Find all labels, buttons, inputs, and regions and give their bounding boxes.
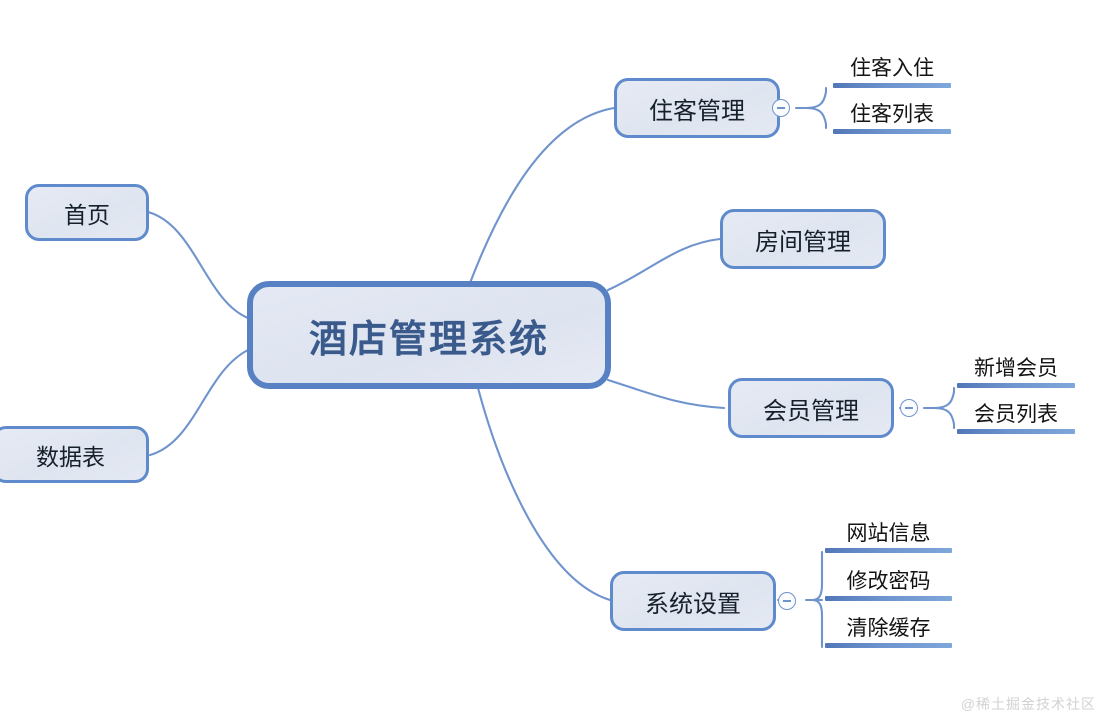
branch-node-system-settings-label: 系统设置 — [645, 590, 741, 618]
branch-node-member-management-label: 会员管理 — [763, 397, 859, 425]
connector-member-child-1 — [932, 386, 956, 410]
leaf-item-clear-cache[interactable]: 清除缓存 — [825, 602, 952, 648]
leaf-item-guest-checkin-label: 住客入住 — [850, 56, 934, 80]
connector-root-to-settings — [476, 386, 612, 602]
branch-node-datatable[interactable]: 数据表 — [0, 426, 149, 483]
leaf-item-guest-list[interactable]: 住客列表 — [833, 88, 951, 134]
leaf-underline-bar — [957, 383, 1075, 388]
connector-settings-child-1 — [810, 550, 824, 602]
connector-guest-child-1 — [804, 86, 828, 110]
leaf-underline-bar — [833, 129, 951, 134]
leaf-underline-bar — [825, 643, 952, 648]
leaf-item-guest-list-label: 住客列表 — [850, 102, 934, 126]
connector-root-to-datatable — [148, 348, 250, 457]
root-node-label: 酒店管理系统 — [308, 318, 549, 361]
connector-guest-child-2 — [804, 106, 828, 130]
leaf-underline-bar — [825, 548, 952, 553]
leaf-item-website-info-label: 网站信息 — [846, 521, 931, 545]
connector-settings-child-3 — [810, 598, 824, 649]
leaf-item-member-list[interactable]: 会员列表 — [957, 388, 1075, 434]
leaf-item-member-list-label: 会员列表 — [974, 402, 1058, 426]
root-node[interactable]: 酒店管理系统 — [247, 281, 611, 389]
branch-node-room-management[interactable]: 房间管理 — [720, 209, 886, 269]
leaf-item-change-password-label: 修改密码 — [846, 569, 931, 593]
branch-node-home-label: 首页 — [64, 201, 110, 228]
leaf-item-guest-checkin[interactable]: 住客入住 — [833, 42, 951, 88]
minus-circle-icon-system-settings[interactable] — [778, 592, 796, 610]
leaf-item-add-member-label: 新增会员 — [974, 356, 1058, 380]
branch-node-guest-management-label: 住客管理 — [649, 97, 745, 125]
leaf-underline-bar — [957, 429, 1075, 434]
branch-node-datatable-label: 数据表 — [36, 443, 105, 470]
connector-member-child-2 — [932, 406, 956, 430]
connector-root-to-room — [606, 237, 722, 292]
leaf-item-clear-cache-label: 清除缓存 — [846, 616, 931, 640]
leaf-underline-bar — [833, 83, 951, 88]
branch-node-member-management[interactable]: 会员管理 — [728, 378, 894, 438]
leaf-item-add-member[interactable]: 新增会员 — [957, 342, 1075, 388]
leaf-underline-bar — [825, 596, 952, 601]
connector-root-to-home — [146, 210, 250, 320]
watermark: @稀土掘金技术社区 — [960, 696, 1096, 712]
leaf-item-change-password[interactable]: 修改密码 — [825, 555, 952, 601]
branch-node-home[interactable]: 首页 — [25, 184, 149, 241]
minus-circle-icon-member-management[interactable] — [900, 399, 918, 417]
leaf-item-website-info[interactable]: 网站信息 — [825, 507, 952, 553]
connector-root-to-member — [606, 378, 726, 410]
branch-node-guest-management[interactable]: 住客管理 — [614, 78, 780, 138]
connector-root-to-guest — [468, 106, 616, 285]
branch-node-system-settings[interactable]: 系统设置 — [610, 571, 776, 631]
minus-circle-icon-guest-management[interactable] — [772, 99, 790, 117]
branch-node-room-management-label: 房间管理 — [755, 228, 851, 256]
